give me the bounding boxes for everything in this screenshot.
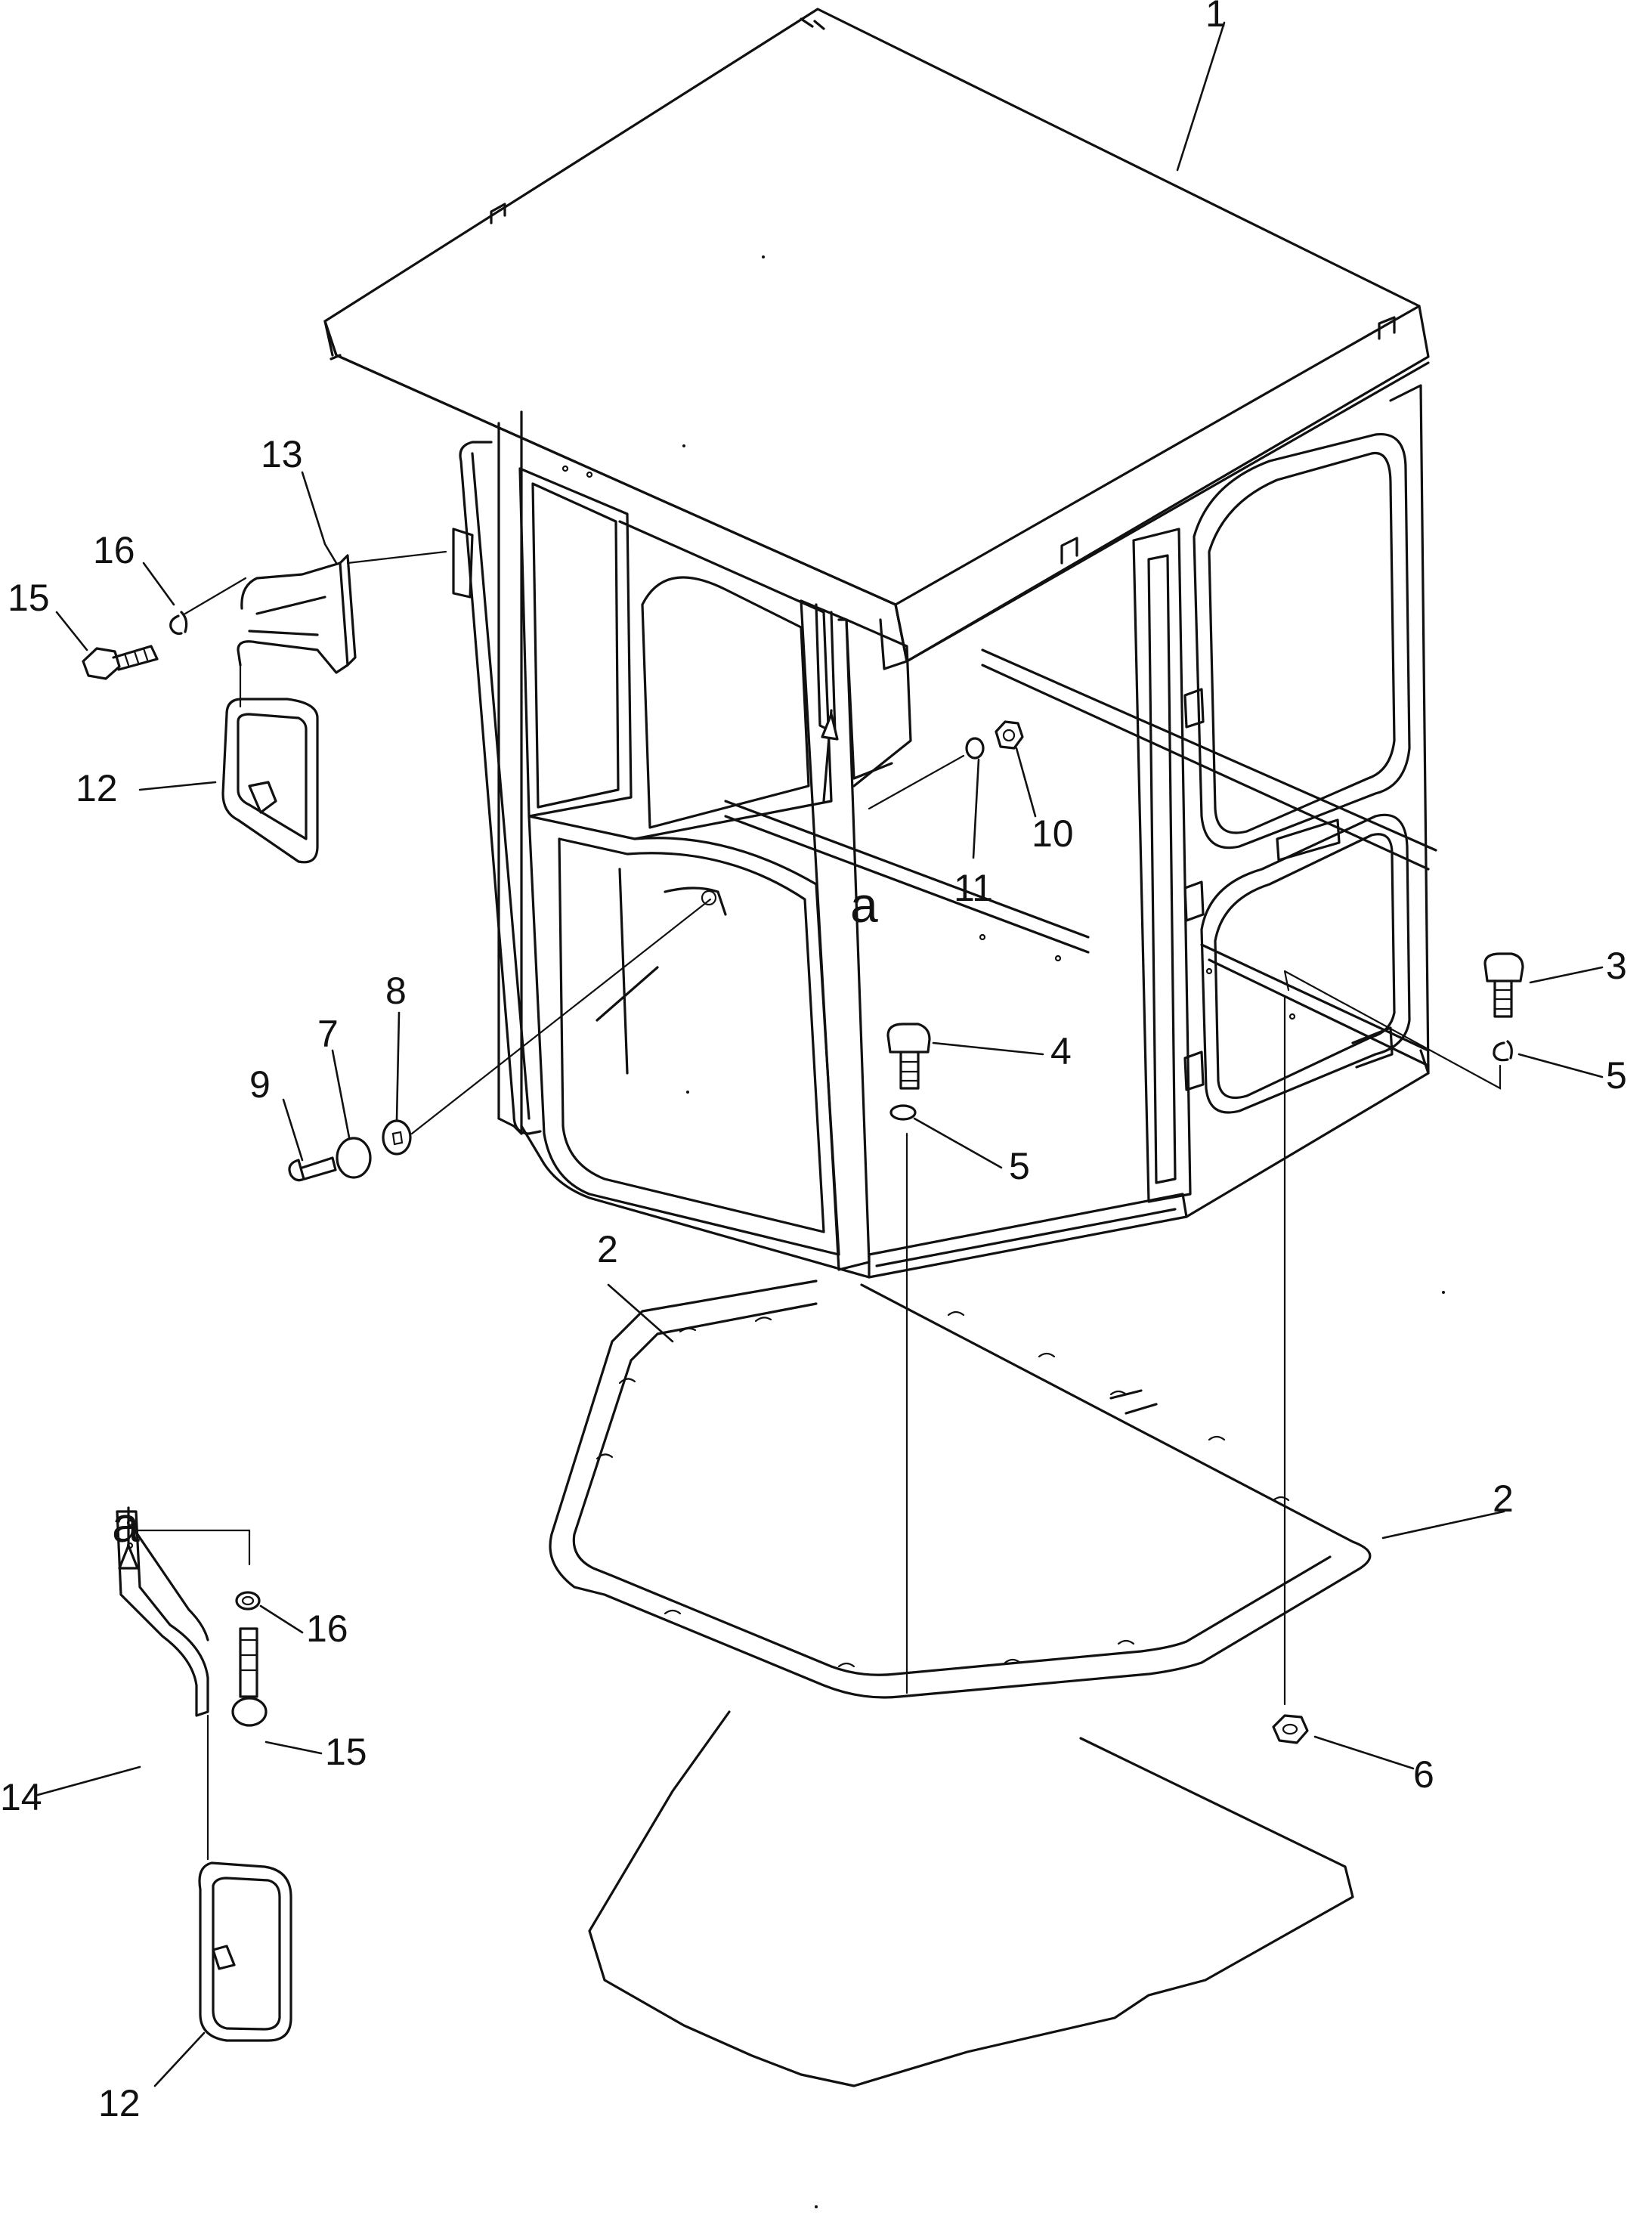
view-marker-a-lower: a bbox=[112, 1496, 140, 1552]
floor-mat bbox=[588, 1710, 1354, 2087]
callout-6: 6 bbox=[1413, 1753, 1434, 1796]
callout-16-upper: 16 bbox=[93, 529, 135, 571]
callout-13: 13 bbox=[261, 433, 303, 475]
callout-7: 7 bbox=[317, 1013, 339, 1055]
callout-3: 3 bbox=[1606, 945, 1627, 987]
scan-specks bbox=[682, 255, 1445, 2208]
callout-8: 8 bbox=[385, 970, 407, 1012]
view-marker-a-frame: a bbox=[850, 877, 878, 933]
callout-labels: 1 13 16 15 12 9 7 8 a 11 10 4 5 3 5 2 2 … bbox=[0, 0, 1627, 2124]
callout-9: 9 bbox=[249, 1063, 271, 1106]
callout-12-lower: 12 bbox=[98, 2082, 141, 2124]
callout-leaders bbox=[36, 21, 1604, 2087]
callout-4: 4 bbox=[1050, 1030, 1072, 1072]
callout-5-right: 5 bbox=[1606, 1054, 1627, 1097]
callout-15-lower: 15 bbox=[325, 1731, 367, 1773]
callout-5-middle: 5 bbox=[1009, 1145, 1030, 1187]
callout-11: 11 bbox=[954, 867, 993, 909]
callout-12-upper: 12 bbox=[76, 767, 118, 809]
floor-gasket bbox=[549, 1279, 1372, 1699]
hardware-parts bbox=[288, 709, 1524, 1744]
callout-15-upper: 15 bbox=[8, 577, 50, 619]
cab-frame bbox=[459, 384, 1437, 1279]
callout-2-upper: 2 bbox=[597, 1228, 618, 1270]
mirror-assembly-upper bbox=[82, 528, 474, 864]
mirror-assembly-lower bbox=[116, 1506, 292, 2042]
callout-1: 1 bbox=[1205, 0, 1227, 35]
callout-2-lower: 2 bbox=[1493, 1478, 1514, 1520]
cab-roof bbox=[323, 8, 1430, 663]
callout-10: 10 bbox=[1032, 812, 1074, 855]
callout-14: 14 bbox=[0, 1776, 42, 1818]
callout-16-lower: 16 bbox=[306, 1607, 348, 1650]
